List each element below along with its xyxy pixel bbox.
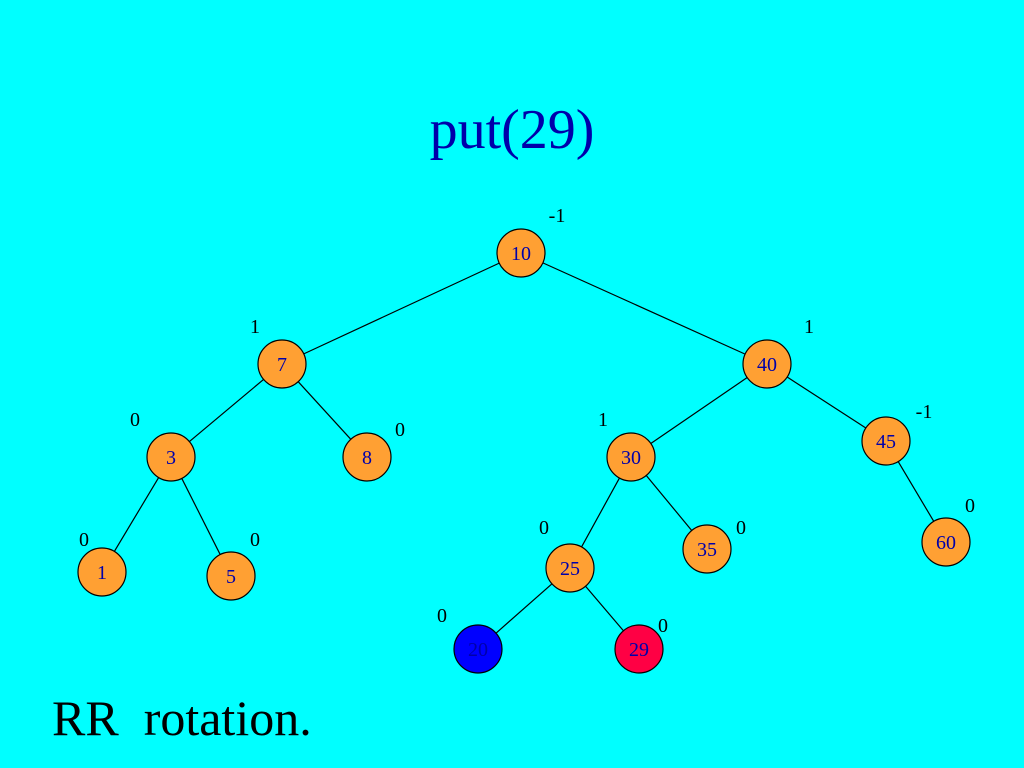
edge-n7-n3 [189,378,264,443]
node-key: 40 [757,354,777,376]
node-key: 35 [697,539,717,561]
node-circle [682,524,732,574]
tree-node-60: 60 [921,517,971,567]
edge-n25-n29 [585,585,624,632]
caption: RR rotation. [52,690,312,746]
node-circle [146,432,196,482]
node-circle [861,416,911,466]
balance-factor-45: -1 [916,401,933,423]
tree-node-5: 5 [206,551,256,601]
node-circle [206,551,256,601]
node-key: 7 [277,354,287,376]
edge-n30-n25 [581,477,620,548]
tree-node-10: 10 [496,228,546,278]
node-key: 30 [621,447,641,469]
node-circle [921,517,971,567]
edge-n30-n35 [645,475,693,531]
balance-factor-35: 0 [736,517,746,539]
balance-factor-40: 1 [804,316,814,338]
node-key: 1 [97,562,107,584]
balance-factor-3: 0 [130,409,140,431]
tree-node-7: 7 [257,339,307,389]
balance-factor-29: 0 [658,615,668,637]
node-circle [77,547,127,597]
node-key: 29 [629,639,649,661]
node-key: 60 [936,532,956,554]
tree-node-45: 45 [861,416,911,466]
node-key: 8 [362,447,372,469]
node-circle [342,432,392,482]
edge-n10-n7 [303,262,500,355]
edge-n10-n40 [542,262,746,355]
node-circle [257,339,307,389]
node-circle [606,432,656,482]
node-key: 25 [560,558,580,580]
node-circle [453,624,503,674]
tree-edges [113,262,935,634]
node-circle [496,228,546,278]
balance-factor-60: 0 [965,495,975,517]
tree-node-1: 1 [77,547,127,597]
node-circle [614,624,664,674]
edge-n3-n5 [181,478,221,555]
edge-n25-n20 [495,583,553,634]
balance-factor-30: 1 [598,409,608,431]
edge-n40-n30 [650,377,748,444]
tree-node-20: 20 [453,624,503,674]
node-key: 45 [876,431,896,453]
edge-n3-n1 [113,477,160,552]
node-circle [545,543,595,593]
edge-n45-n60 [897,461,935,522]
tree-node-35: 35 [682,524,732,574]
node-key: 20 [468,639,488,661]
tree-node-3: 3 [146,432,196,482]
balance-factor-10: -1 [549,205,566,227]
node-circle [742,339,792,389]
balance-factor-1: 0 [79,529,89,551]
node-key: 10 [511,243,531,265]
tree-node-8: 8 [342,432,392,482]
tree-node-29: 29 [614,624,664,674]
slide-title: put(29) [429,99,595,161]
node-key: 5 [226,566,236,588]
balance-factor-20: 0 [437,605,447,627]
balance-factor-8: 0 [395,419,405,441]
tree-node-25: 25 [545,543,595,593]
node-key: 3 [166,447,176,469]
balance-factor-7: 1 [250,316,260,338]
balance-factor-5: 0 [250,529,260,551]
edge-n7-n8 [297,381,352,440]
edge-n40-n45 [786,376,867,429]
tree-node-30: 30 [606,432,656,482]
tree-node-40: 40 [742,339,792,389]
balance-factor-25: 0 [539,517,549,539]
